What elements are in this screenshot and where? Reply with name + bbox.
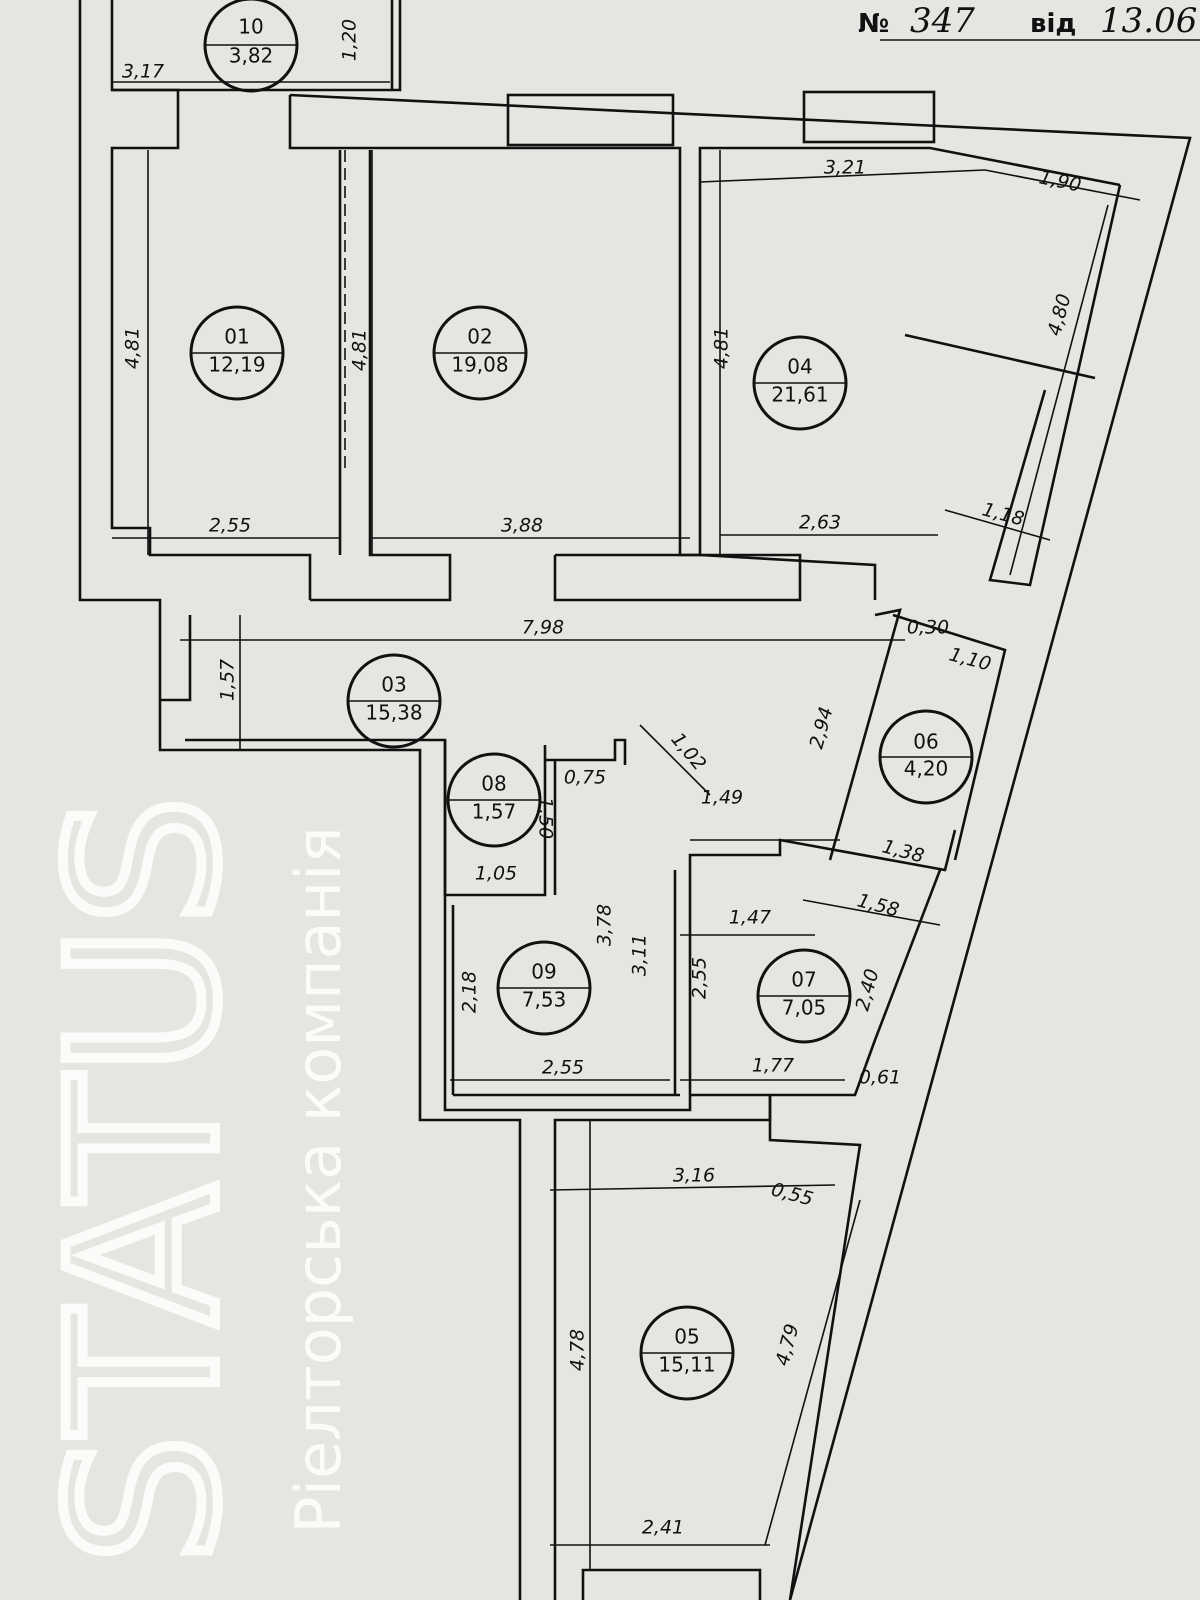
dim-label: 2,40: [851, 967, 883, 1014]
watermark-tagline: Ріелторська компанія: [282, 826, 355, 1533]
watermark: STATUS Ріелторська компанія: [21, 790, 355, 1569]
number-label: №: [858, 9, 889, 39]
room-number: 10: [238, 15, 263, 39]
dim-label: 1,90: [1037, 166, 1083, 196]
room-number: 01: [224, 325, 249, 349]
dim-label: 1,02: [666, 728, 710, 775]
from-label: від: [1030, 9, 1076, 39]
dim-label: 3,88: [501, 515, 543, 537]
dim-label: 2,63: [799, 512, 841, 534]
dim-label: 0,75: [564, 767, 606, 789]
dim-label: 3,21: [824, 157, 866, 179]
room-08: 081,57: [446, 752, 542, 848]
dim-label: 4,80: [1043, 292, 1075, 339]
room-area: 12,19: [208, 353, 265, 377]
document-number: 347: [910, 1, 975, 41]
dim-label: 1,05: [475, 863, 517, 885]
room-area: 3,82: [229, 44, 274, 68]
dim-label: 4,81: [349, 329, 371, 371]
room-number: 03: [381, 673, 406, 697]
room-area: 7,05: [782, 996, 827, 1020]
room-07: 077,05: [756, 948, 852, 1044]
room-number: 04: [787, 355, 812, 379]
dim-label: 4,81: [711, 327, 733, 369]
dim-label: 2,55: [209, 515, 251, 537]
room-number: 08: [481, 772, 506, 796]
room-number: 05: [674, 1325, 699, 1349]
dim-label: 3,11: [629, 934, 651, 976]
watermark-brand: STATUS: [26, 795, 264, 1564]
dim-label: 7,98: [522, 617, 564, 639]
dim-label: 1,38: [880, 835, 927, 867]
dim-label: 2,41: [642, 1517, 684, 1539]
room-01: 01 12,19: [189, 305, 285, 401]
room-02: 02 19,08: [432, 305, 528, 401]
dim-label: 4,78: [567, 1329, 589, 1371]
room-05: 05 15,11: [639, 1305, 735, 1401]
room-number: 06: [913, 730, 938, 754]
dim-label: 1,57: [217, 659, 239, 701]
room-area: 7,53: [522, 988, 567, 1012]
dim-label: 0,55: [769, 1178, 816, 1210]
room-area: 15,11: [658, 1353, 715, 1377]
dim-label: 1,58: [855, 889, 902, 921]
room-area: 15,38: [365, 701, 422, 725]
dim-label: 3,16: [673, 1165, 715, 1187]
dim-label: 2,94: [805, 705, 837, 752]
dim-label: 2,18: [459, 971, 481, 1013]
dim-label: 2,55: [542, 1057, 584, 1079]
dim-label: 1,47: [729, 907, 771, 929]
room-area: 21,61: [771, 383, 828, 407]
room-06: 064,20: [878, 709, 974, 805]
room-area: 4,20: [904, 757, 949, 781]
room-03: 03 15,38: [346, 653, 442, 749]
dim-label: 1,20: [339, 19, 361, 61]
room-area: 19,08: [451, 353, 508, 377]
dimension-labels: 3,17 1,20 3,21 1,90 4,81 4,81 4,81 4,80 …: [122, 19, 1084, 1539]
dim-label: 1,10: [947, 643, 994, 675]
dim-label: 4,79: [771, 1322, 803, 1369]
dim-label: 4,81: [122, 327, 144, 369]
document-date: 13.06: [1100, 1, 1197, 41]
dim-label: 0,61: [859, 1067, 901, 1089]
room-number: 07: [791, 968, 816, 992]
walls: [78, 0, 1192, 1600]
dim-label: 1,77: [752, 1055, 794, 1077]
room-area: 1,57: [472, 800, 517, 824]
room-number: 09: [531, 960, 556, 984]
header: № 347 від 13.06: [858, 1, 1200, 41]
room-number: 02: [467, 325, 492, 349]
dim-label: 0,30: [907, 617, 949, 639]
window: [802, 90, 936, 144]
dim-label: 1,18: [980, 498, 1027, 530]
dimension-lines: [112, 81, 1141, 1570]
room-09: 097,53: [496, 940, 592, 1036]
dim-label: 2,55: [689, 957, 711, 999]
room-04: 04 21,61: [752, 335, 848, 431]
window: [506, 93, 675, 147]
dim-label: 1,49: [701, 787, 743, 809]
dim-label: 3,78: [594, 904, 616, 946]
room-10: 103,82: [203, 0, 299, 93]
dim-label: 3,17: [122, 61, 164, 83]
